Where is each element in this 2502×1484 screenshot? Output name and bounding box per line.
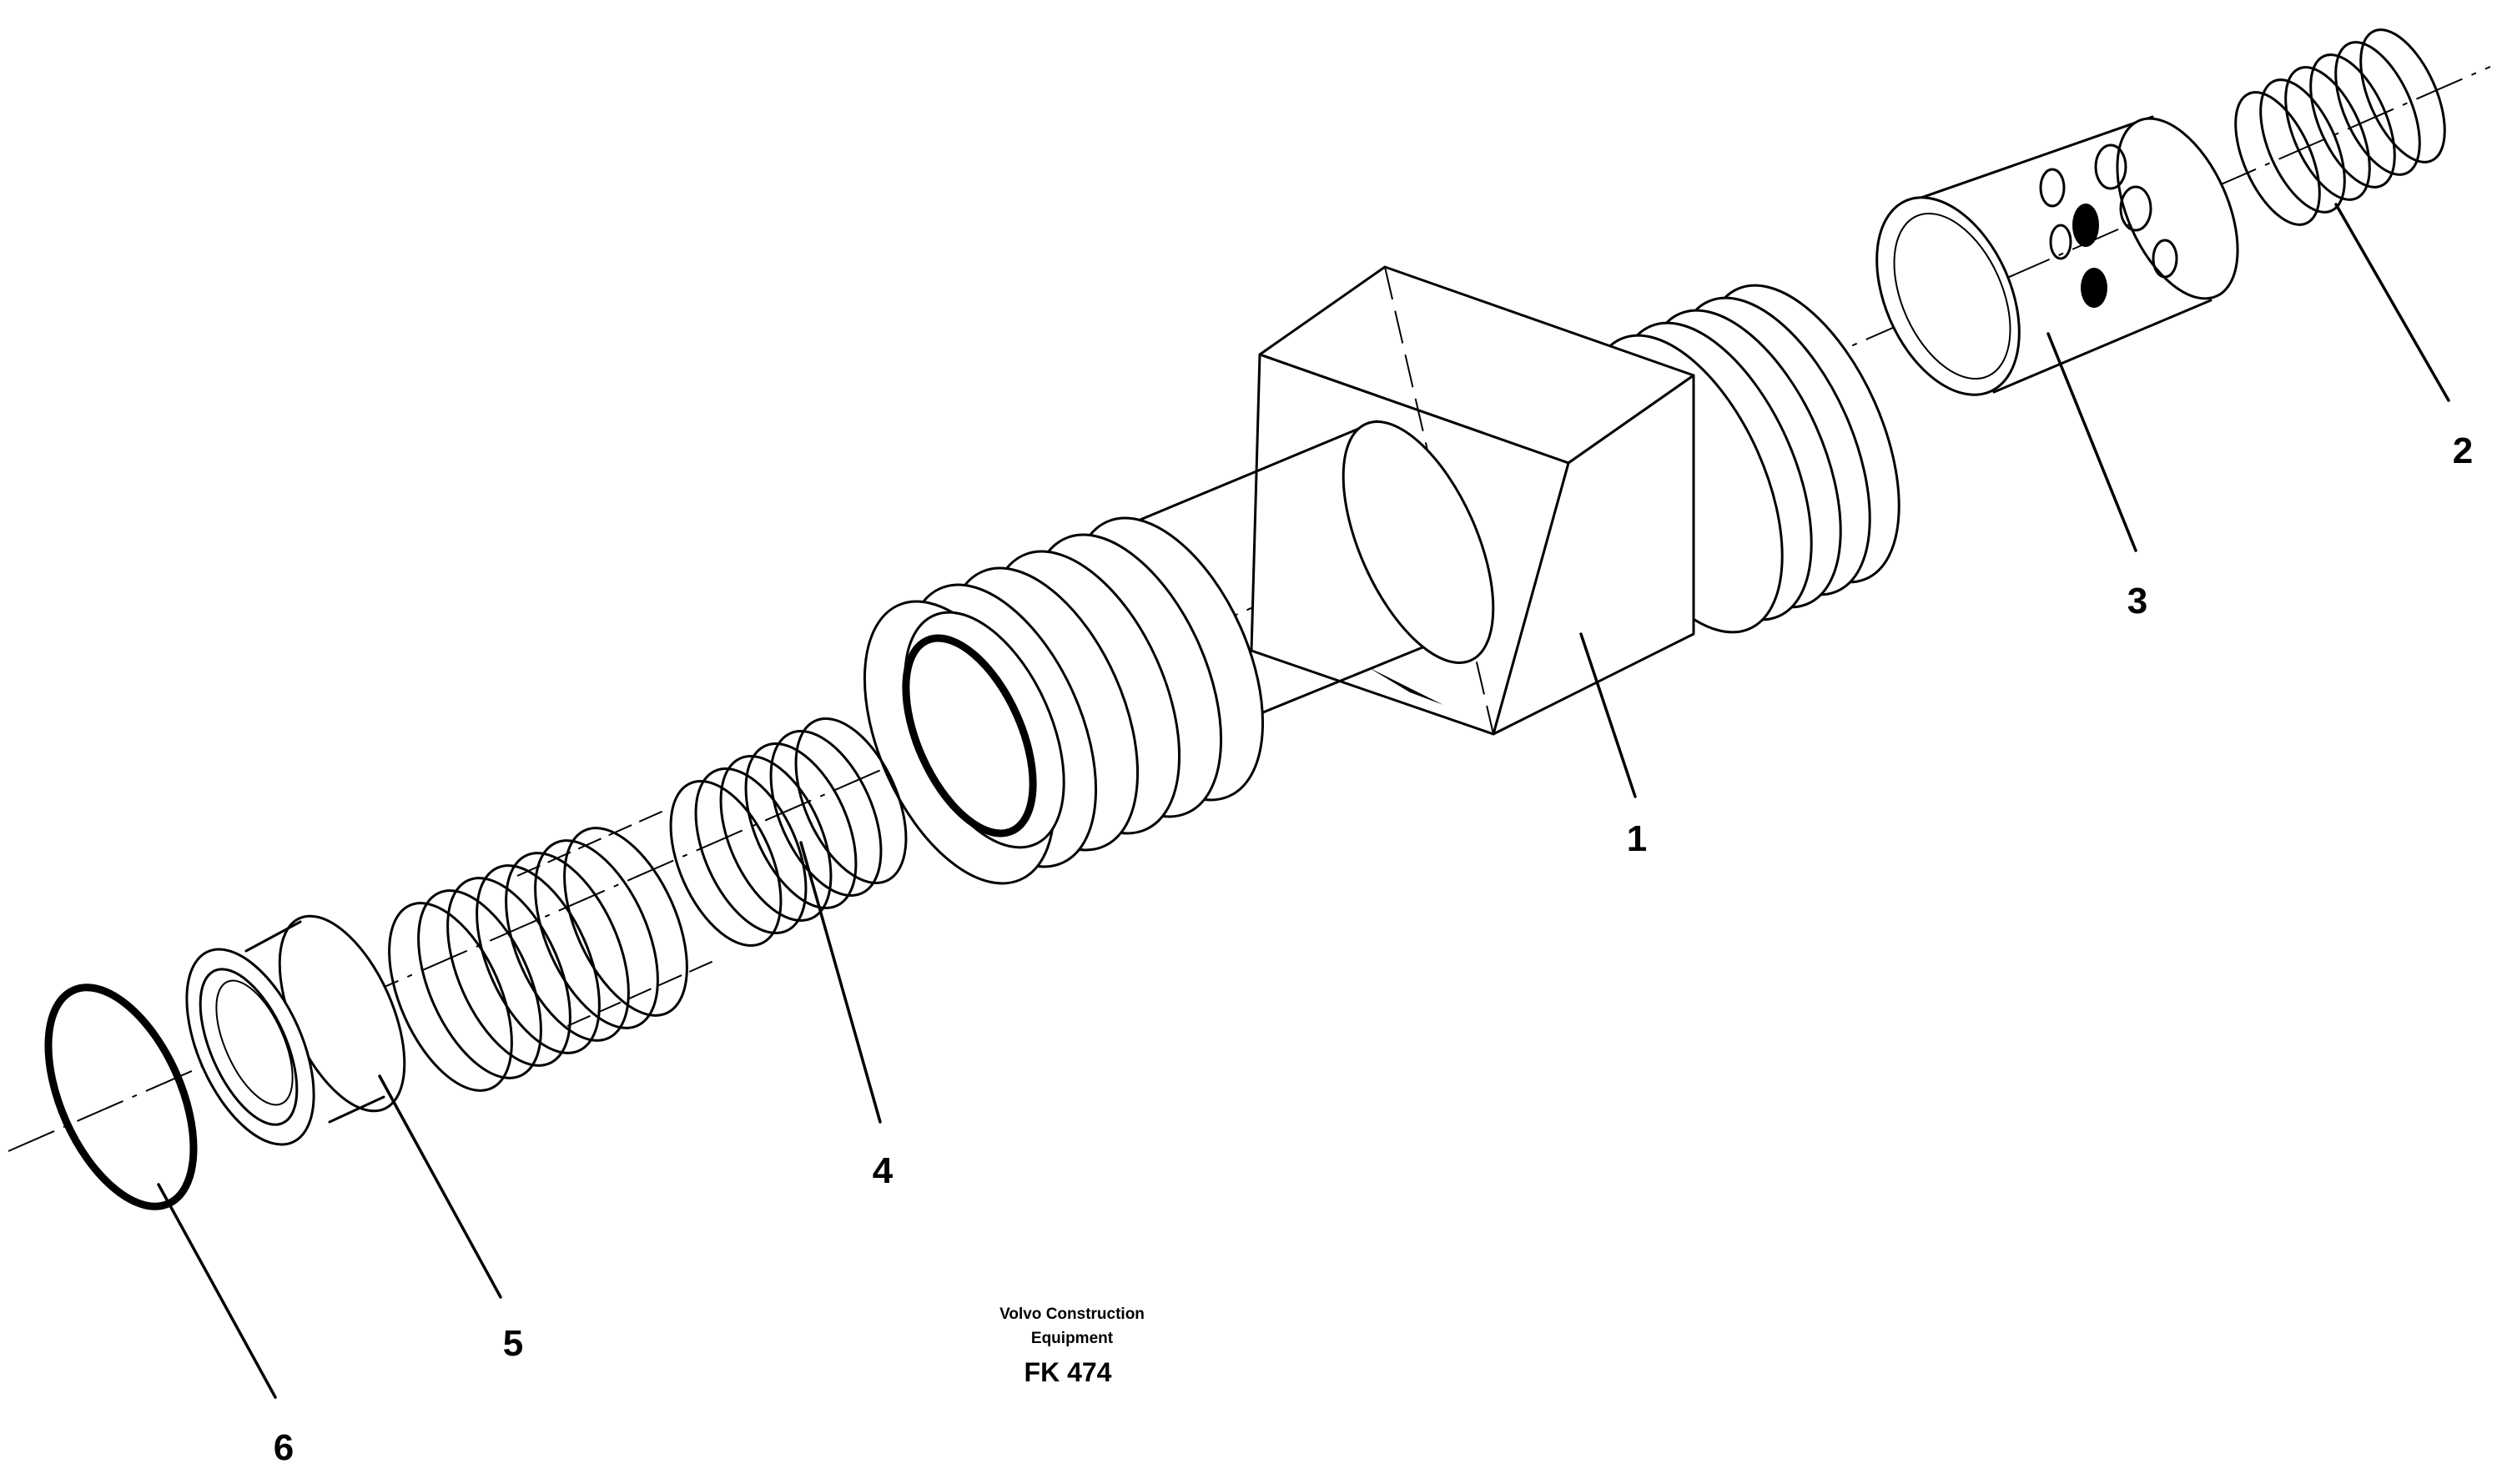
caption-line1: Volvo Construction [999,1305,1145,1323]
leader-line-3 [2046,332,2137,552]
caption-code: FK 474 [1024,1357,1112,1387]
caption-block: Volvo Construction Equipment FK 474 [999,1305,1145,1387]
valve-tube [1125,420,1495,736]
part-3-perforated-sleeve [1875,115,2239,396]
leader-line-1 [1579,632,1637,798]
callout-3: 3 [2127,581,2147,621]
front-thread [863,516,1265,885]
leader-line-4 [799,841,882,1124]
callout-4: 4 [873,1150,894,1191]
callout-1: 1 [1627,818,1647,859]
guide-cylinder [516,808,718,1027]
leader-line-6 [157,1183,277,1399]
callout-2: 2 [2453,430,2473,471]
leader-line-5 [378,1074,502,1299]
leader-line-2 [2334,203,2450,402]
part-4-spring [669,717,908,947]
part-1-valve-body [863,265,1900,885]
outer-spring [388,827,688,1092]
callout-5: 5 [503,1323,523,1364]
callout-6: 6 [274,1427,294,1468]
caption-line2: Equipment [1031,1330,1114,1347]
part-5-seal-holder [185,914,406,1146]
part-2-spring [2234,28,2446,226]
